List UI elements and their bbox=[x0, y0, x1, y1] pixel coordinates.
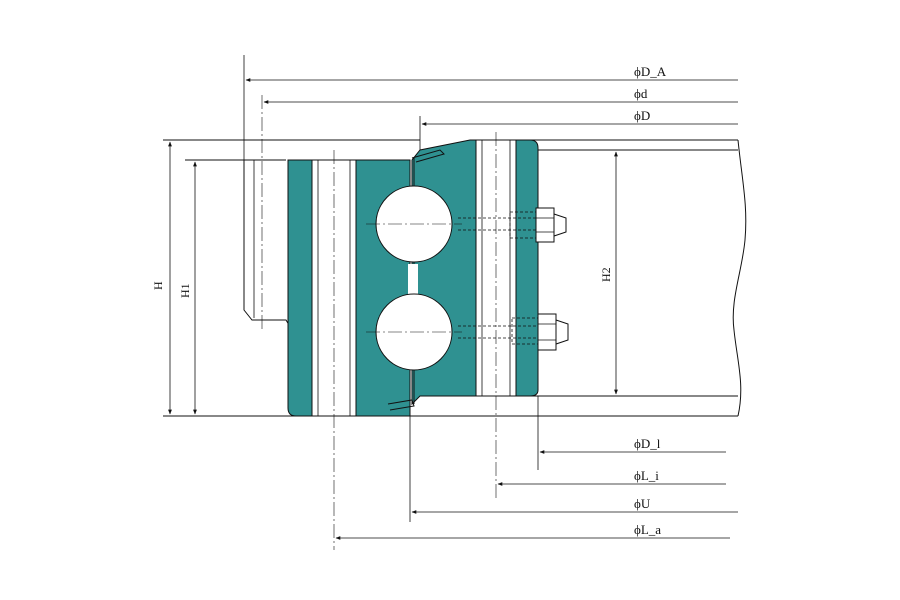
dim-H-label: H bbox=[151, 281, 165, 290]
dim-DA: ϕD_A bbox=[243, 55, 738, 160]
vertical-center-lines bbox=[261, 95, 497, 550]
dim-D: ϕD bbox=[419, 108, 738, 150]
dim-La: ϕL_a bbox=[335, 522, 730, 540]
dim-U: ϕU bbox=[409, 416, 738, 522]
dim-Dl-label: ϕD_l bbox=[634, 436, 661, 451]
dim-U-label: ϕU bbox=[634, 496, 651, 511]
ball-lower bbox=[366, 293, 462, 371]
dim-DA-label: ϕD_A bbox=[634, 64, 667, 79]
ball-upper bbox=[366, 185, 462, 263]
dim-H1: H1 bbox=[178, 161, 197, 415]
bolt-upper bbox=[458, 207, 567, 243]
dim-H1-label: H1 bbox=[178, 283, 192, 298]
dim-H2-label: H2 bbox=[599, 267, 613, 282]
dim-D-label: ϕD bbox=[634, 108, 650, 123]
dim-Li-label: ϕL_i bbox=[634, 468, 659, 483]
dim-H2: H2 bbox=[599, 151, 618, 395]
dim-Li: ϕL_i bbox=[497, 468, 726, 486]
bolt-lower bbox=[458, 313, 569, 351]
left-bracket bbox=[185, 159, 293, 410]
dim-d: ϕd bbox=[263, 86, 738, 104]
dim-d-label: ϕd bbox=[634, 86, 648, 101]
dim-Dl: ϕD_l bbox=[537, 396, 726, 470]
dim-La-label: ϕL_a bbox=[634, 522, 661, 537]
dim-H: H bbox=[151, 141, 172, 415]
mounting-structure bbox=[163, 139, 747, 417]
